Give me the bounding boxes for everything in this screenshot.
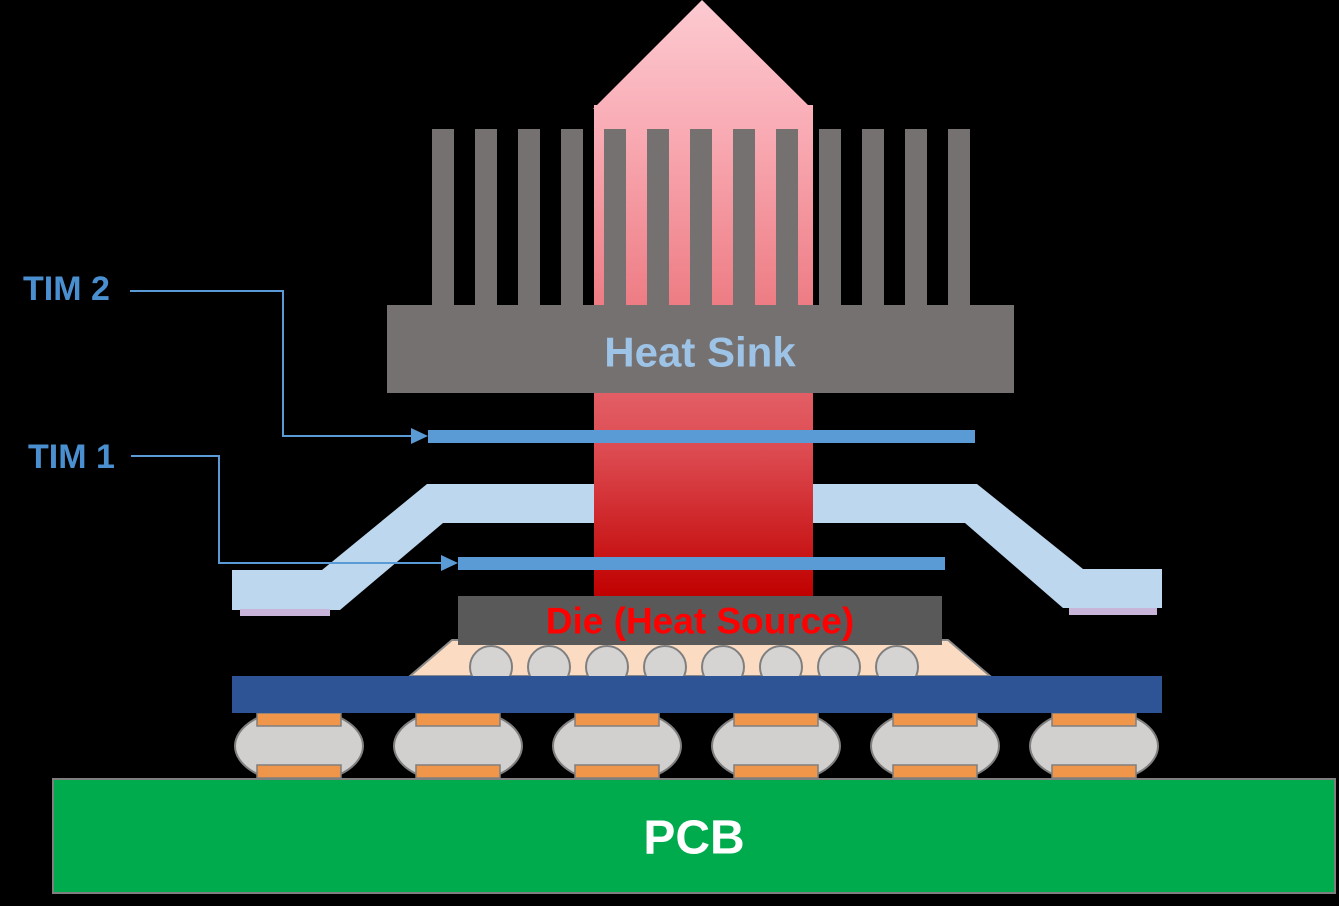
tim1-layer bbox=[458, 557, 945, 570]
pcb: PCB bbox=[52, 778, 1336, 894]
heat-sink-fins bbox=[432, 129, 970, 305]
ball-pad-bottom bbox=[892, 764, 978, 779]
bga-balls bbox=[234, 708, 1159, 784]
die-label: Die (Heat Source) bbox=[546, 601, 854, 642]
die-body bbox=[458, 596, 942, 645]
heat-sink-fin bbox=[776, 129, 798, 305]
heat-sink-fin bbox=[733, 129, 755, 305]
ball-pad-top bbox=[415, 712, 501, 727]
heat-sink-fin bbox=[819, 129, 841, 305]
heat-sink-base bbox=[387, 305, 1014, 393]
lid-ihs bbox=[232, 484, 1162, 616]
tim1-leader-line bbox=[131, 455, 441, 564]
heat-arrow-head bbox=[593, 0, 812, 109]
ball-pad-top bbox=[892, 712, 978, 727]
substrate bbox=[232, 676, 1162, 713]
ball-pad-top bbox=[733, 712, 819, 727]
heat-sink-fin bbox=[862, 129, 884, 305]
tim2-leader-line bbox=[130, 290, 411, 437]
sealant-left bbox=[240, 609, 330, 616]
heat-sink-fin bbox=[647, 129, 669, 305]
sealant-right bbox=[1069, 608, 1157, 615]
ball-pad-bottom bbox=[574, 764, 660, 779]
heat-sink-fin bbox=[690, 129, 712, 305]
heat-sink-fin bbox=[905, 129, 927, 305]
ball-pad-bottom bbox=[1051, 764, 1137, 779]
ball-pad-bottom bbox=[415, 764, 501, 779]
ball-pad-bottom bbox=[256, 764, 342, 779]
die: Die (Heat Source) bbox=[458, 596, 942, 645]
pcb-label: PCB bbox=[643, 812, 744, 865]
ball-pad-top bbox=[574, 712, 660, 727]
ball-pad-top bbox=[256, 712, 342, 727]
tim1-label: TIM 1 bbox=[28, 438, 115, 476]
heat-sink-label: Heat Sink bbox=[604, 329, 796, 376]
tim1-leader-arrowhead-icon bbox=[441, 555, 458, 571]
tim2-label: TIM 2 bbox=[23, 270, 110, 308]
heat-sink-fin bbox=[432, 129, 454, 305]
heat-sink-fin bbox=[518, 129, 540, 305]
heat-sink-fin bbox=[561, 129, 583, 305]
ball-pad-bottom bbox=[733, 764, 819, 779]
ball-pad-top bbox=[1051, 712, 1137, 727]
lid-shape bbox=[232, 484, 1162, 610]
heat-sink: Heat Sink bbox=[387, 129, 1014, 393]
pcb-body bbox=[52, 778, 1336, 894]
tim2-leader-arrowhead-icon bbox=[411, 428, 428, 444]
heat-sink-fin bbox=[604, 129, 626, 305]
heat-sink-fin bbox=[948, 129, 970, 305]
tim2-layer bbox=[428, 430, 975, 443]
heat-sink-fin bbox=[475, 129, 497, 305]
leader-lines bbox=[130, 290, 458, 571]
